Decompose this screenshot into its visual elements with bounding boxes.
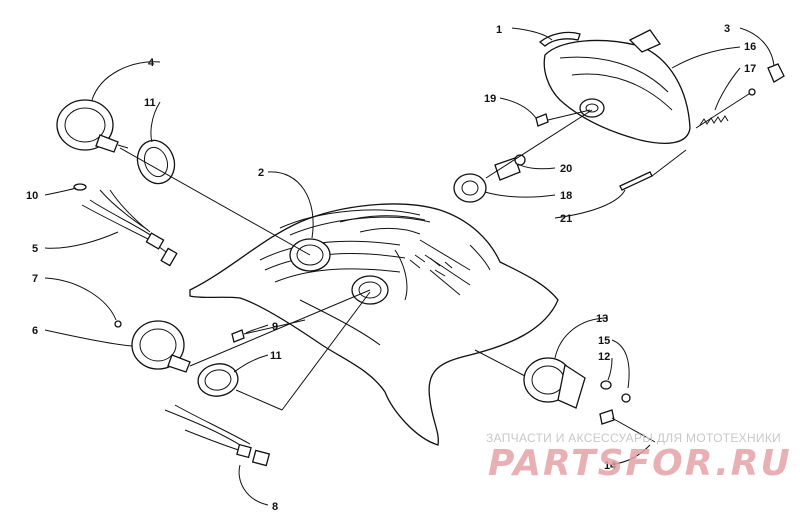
clip-part-3	[767, 63, 785, 83]
watermark-subtitle: ЗАПЧАСТИ И АКСЕССУАРЫ ДЛЯ МОТОТЕХНИКИ	[486, 431, 782, 445]
headlight-housing	[543, 29, 691, 144]
callout-11-top: 11	[144, 97, 156, 109]
callout-2: 2	[258, 167, 264, 179]
callout-labels: 1 2 3 4 5 6 7 8 9 10 11 11 12 13 14 15 1…	[26, 23, 756, 513]
callout-19: 19	[484, 93, 496, 105]
bracket-part-1	[538, 31, 581, 47]
callout-20: 20	[560, 163, 572, 175]
bulb-part-20	[494, 154, 526, 181]
callout-18: 18	[560, 190, 572, 202]
callout-5: 5	[32, 243, 38, 255]
adjuster-spring-part-17	[695, 88, 756, 129]
callout-13: 13	[596, 313, 608, 325]
console-hood	[189, 203, 559, 446]
gasket-ring-part-11-lower	[197, 363, 239, 397]
callout-11-lower: 11	[270, 350, 282, 362]
bulb-part-9	[231, 329, 245, 343]
screw-part-19	[535, 113, 549, 127]
lamp-assembly-part-13	[523, 357, 586, 409]
gasket-ring-part-11-top	[136, 139, 176, 185]
assembly-lines	[119, 109, 687, 411]
retainer-ring-part-18	[453, 173, 487, 203]
screw-part-7	[114, 320, 122, 328]
callout-9: 9	[272, 321, 278, 333]
callout-17: 17	[744, 63, 756, 75]
callout-16: 16	[744, 41, 756, 53]
gauge-part-4	[56, 99, 129, 153]
callout-3: 3	[724, 23, 730, 35]
gauge-part-6	[131, 320, 191, 373]
bolt-part-21	[619, 171, 653, 191]
callout-14: 14	[604, 460, 617, 472]
callout-10: 10	[26, 190, 38, 202]
callout-6: 6	[32, 325, 38, 337]
watermark-logo: PARTSFOR.RU	[488, 443, 792, 484]
callout-4: 4	[148, 57, 155, 69]
callout-1: 1	[496, 24, 502, 36]
nut-part-15	[621, 393, 631, 403]
callout-15: 15	[598, 335, 610, 347]
washer-part-12	[600, 380, 612, 390]
callout-21: 21	[560, 213, 572, 225]
wire-harness-part-5	[81, 189, 178, 267]
callout-12: 12	[598, 351, 610, 363]
bulb-part-14	[599, 409, 656, 443]
bulb-part-10	[73, 183, 87, 191]
wire-harness-part-8	[164, 404, 271, 467]
callout-8: 8	[272, 501, 278, 513]
leader-lines	[44, 27, 775, 506]
callout-7: 7	[32, 273, 38, 285]
